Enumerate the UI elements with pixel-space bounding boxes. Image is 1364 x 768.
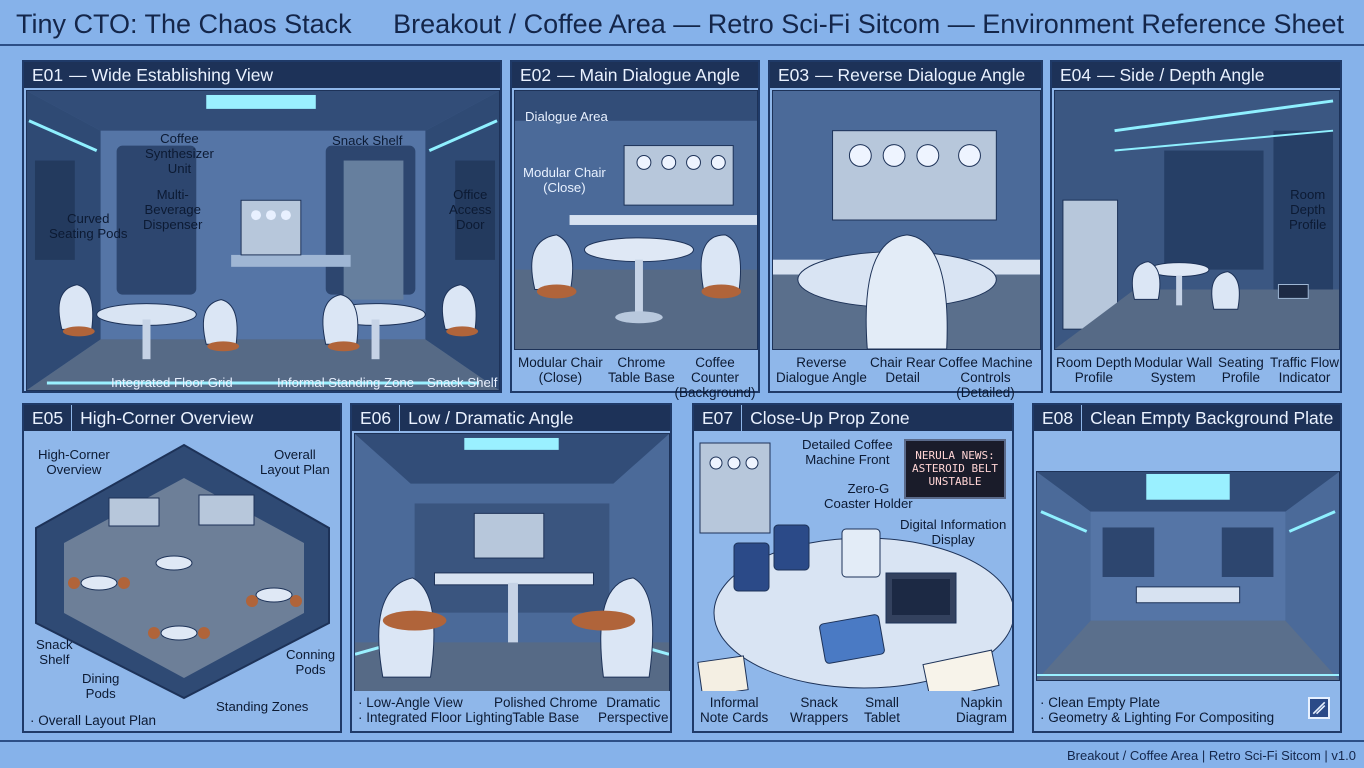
- label-dining-pods: Dining Pods: [82, 671, 120, 701]
- label-coffee-unit: Coffee Synthesizer Unit: [145, 131, 214, 176]
- sheet-title: Tiny CTO: The Chaos Stack: [16, 9, 352, 39]
- panel-e02-title: — Main Dialogue Angle: [557, 64, 741, 85]
- caption-clean-plate: · Clean Empty Plate · Geometry & Lightin…: [1040, 695, 1275, 725]
- panel-e07-captions: Informal Note Cards Snack Wrappers Small…: [694, 691, 1012, 731]
- panel-e07-header: E07 Close-Up Prop Zone: [694, 405, 1012, 431]
- panel-e01-title: — Wide Establishing View: [69, 64, 274, 85]
- caption-machine-controls: Coffee Machine Controls (Detailed): [938, 355, 1033, 400]
- caption-napkin-diagram: Napkin Diagram: [956, 695, 1008, 725]
- panel-e08-title: Clean Empty Background Plate: [1090, 407, 1334, 428]
- news-display-screen: NERULA NEWS: ASTEROID BELT UNSTABLE: [904, 439, 1006, 499]
- caption-polished-chrome: Polished Chrome Table Base: [494, 695, 598, 725]
- studio-logo-icon: [1308, 697, 1330, 719]
- label-dispenser: Multi- Beverage Dispenser: [143, 187, 203, 232]
- caption-low-angle: · Low-Angle View · Integrated Floor Ligh…: [358, 695, 513, 725]
- panel-e07-illustration: NERULA NEWS: ASTEROID BELT UNSTABLE Deta…: [694, 433, 1012, 695]
- panel-e04-captions: Room Depth Profile Modular Wall System S…: [1052, 351, 1340, 391]
- panel-e02-header: E02 — Main Dialogue Angle: [512, 62, 758, 88]
- panel-e01-id: E01: [32, 64, 64, 85]
- caption-modular-chair: Modular Chair (Close): [518, 355, 603, 385]
- caption-overall-layout: · Overall Layout Plan: [30, 713, 157, 728]
- panel-e08-id: E08: [1042, 407, 1074, 428]
- label-standing-zones: Standing Zones: [216, 699, 309, 714]
- caption-small-tablet: Small Tablet: [864, 695, 901, 725]
- panel-e06: E06 Low / Dramatic Angle · Low-Angle Vie…: [350, 403, 672, 733]
- label-machine-front: Detailed Coffee Machine Front: [802, 437, 893, 467]
- panel-e05-title: High-Corner Overview: [80, 407, 254, 428]
- panel-e01: E01 — Wide Establishing View: [22, 60, 502, 393]
- panel-e04-id: E04: [1060, 64, 1092, 85]
- label-standing-zone: Informal Standing Zone: [277, 375, 415, 390]
- label-floor-grid: Integrated Floor Grid: [111, 375, 233, 390]
- sheet-subtitle: Breakout / Coffee Area — Retro Sci-Fi Si…: [393, 9, 1344, 39]
- panel-e03-illustration: [772, 90, 1041, 350]
- panel-e05-header: E05 High-Corner Overview: [24, 405, 340, 431]
- panel-e08-header: E08 Clean Empty Background Plate: [1034, 405, 1340, 431]
- label-snack-shelf-top: Snack Shelf: [332, 133, 403, 148]
- panel-e07: E07 Close-Up Prop Zone NERULA NEWS: ASTE…: [692, 403, 1014, 733]
- news-headline: NERULA NEWS: ASTEROID BELT UNSTABLE: [911, 449, 999, 488]
- caption-coffee-counter: Coffee Counter (Background): [674, 355, 756, 400]
- label-modular-chair: Modular Chair (Close): [523, 165, 606, 195]
- label-office-door: Office Access Door: [449, 187, 492, 232]
- caption-chair-rear: Chair Rear Detail: [870, 355, 936, 385]
- sheet-footer: Breakout / Coffee Area | Retro Sci-Fi Si…: [1066, 748, 1356, 763]
- panel-e04: E04 — Side / Depth Angle Room Depth Prof…: [1050, 60, 1342, 393]
- panel-e08-illustration: [1036, 471, 1340, 681]
- label-room-depth: Room Depth Profile: [1289, 187, 1327, 232]
- panel-e02-id: E02: [520, 64, 552, 85]
- caption-seating-profile: Seating Profile: [1218, 355, 1264, 385]
- caption-note-cards: Informal Note Cards: [700, 695, 769, 725]
- panel-e03-captions: Reverse Dialogue Angle Chair Rear Detail…: [770, 351, 1041, 400]
- panel-e04-illustration: Room Depth Profile: [1054, 90, 1340, 350]
- panel-e06-title: Low / Dramatic Angle: [408, 407, 574, 428]
- panel-e03-header: E03 — Reverse Dialogue Angle: [770, 62, 1041, 88]
- panel-e02-illustration: Dialogue Area Modular Chair (Close): [514, 90, 758, 350]
- panel-e06-header: E06 Low / Dramatic Angle: [352, 405, 670, 431]
- footer-rule: [0, 740, 1364, 742]
- panel-e02: E02 — Main Dialogue Angle Dialogue Area …: [510, 60, 760, 400]
- panel-e06-id: E06: [360, 407, 392, 428]
- panel-e05-id: E05: [32, 407, 64, 428]
- panel-e01-header: E01 — Wide Establishing View: [24, 62, 500, 88]
- caption-reverse-angle: Reverse Dialogue Angle: [776, 355, 867, 385]
- panel-e03-id: E03: [778, 64, 810, 85]
- label-conning-pods: Conning Pods: [286, 647, 336, 677]
- caption-snack-wrappers: Snack Wrappers: [790, 695, 849, 725]
- panel-e05: E05 High-Corner Overview High-Corner Ove…: [22, 403, 342, 733]
- label-dialogue-area: Dialogue Area: [525, 109, 608, 124]
- label-high-corner: High-Corner Overview: [38, 447, 110, 477]
- panel-e05-illustration: High-Corner Overview Overall Layout Plan…: [24, 433, 340, 714]
- label-layout-plan: Overall Layout Plan: [260, 447, 330, 477]
- label-snack-shelf: Snack Shelf: [36, 637, 73, 667]
- panel-e08: E08 Clean Empty Background Plate · Clean…: [1032, 403, 1342, 733]
- panel-e06-illustration: [354, 433, 670, 693]
- label-snack-shelf-bottom: Snack Shelf: [427, 375, 498, 390]
- caption-room-depth: Room Depth Profile: [1056, 355, 1132, 385]
- panel-e07-id: E07: [702, 407, 734, 428]
- label-seating-pods: Curved Seating Pods: [49, 211, 128, 241]
- caption-chrome-base: Chrome Table Base: [608, 355, 675, 385]
- caption-modular-wall: Modular Wall System: [1134, 355, 1213, 385]
- caption-dramatic: Dramatic Perspective: [598, 695, 669, 725]
- panel-e03-title: — Reverse Dialogue Angle: [815, 64, 1026, 85]
- caption-traffic-flow: Traffic Flow Indicator: [1270, 355, 1340, 385]
- sheet-header: Tiny CTO: The Chaos Stack Breakout / Cof…: [0, 0, 1364, 46]
- panel-e03: E03 — Reverse Dialogue Angle Reverse Dia…: [768, 60, 1043, 400]
- panel-e01-illustration: Coffee Synthesizer Unit Snack Shelf Mult…: [26, 90, 500, 391]
- panel-e02-captions: Modular Chair (Close) Chrome Table Base …: [512, 351, 758, 400]
- panel-e04-title: — Side / Depth Angle: [1097, 64, 1265, 85]
- label-coaster-holder: Zero-G Coaster Holder: [824, 481, 913, 511]
- label-info-display: Digital Information Display: [900, 517, 1007, 547]
- panel-e07-title: Close-Up Prop Zone: [750, 407, 910, 428]
- panel-e04-header: E04 — Side / Depth Angle: [1052, 62, 1340, 88]
- panel-e06-captions: · Low-Angle View · Integrated Floor Ligh…: [352, 691, 670, 731]
